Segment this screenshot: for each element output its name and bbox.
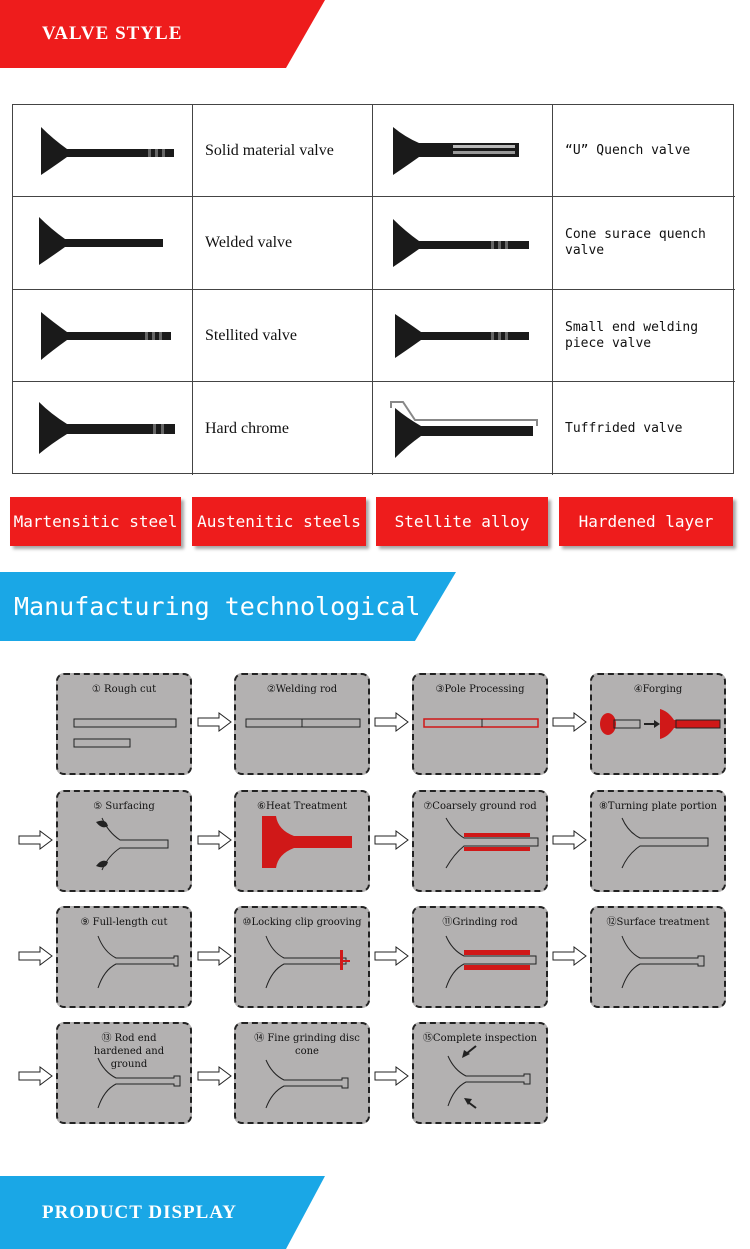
- process-step-9: ⑨ Full-length cut: [56, 906, 192, 1008]
- material-martensitic: Martensitic steel: [10, 497, 181, 546]
- step-title: ⑨ Full-length cut: [80, 917, 168, 928]
- step-title: ⑦Coarsely ground rod: [423, 801, 537, 812]
- valve-icon: [41, 127, 174, 175]
- valve-label-cone-quench: Cone surace quench valve: [553, 197, 735, 290]
- arrow-right-icon: [197, 712, 232, 732]
- valve-image-tuffrided: [373, 382, 553, 475]
- valve-label-small-end: Small end welding piece valve: [553, 290, 735, 382]
- arrow-right-icon: [374, 712, 409, 732]
- valve-image-welded: [13, 197, 193, 290]
- valve-style-banner: VALVE STYLE: [0, 0, 325, 68]
- manufacturing-title: Manufacturing technological: [14, 592, 421, 621]
- valve-image-small-end: [373, 290, 553, 382]
- step-title: ⑥Heat Treatment: [257, 801, 347, 812]
- valve-icon: [41, 312, 171, 360]
- valve-icon: [395, 314, 529, 358]
- valve-style-table: Solid material valve “U” Quench valve We…: [12, 104, 735, 475]
- process-step-11: ⑪Grinding rod: [412, 906, 548, 1008]
- valve-image-cone-quench: [373, 197, 553, 290]
- process-step-1: ① Rough cut: [56, 673, 192, 775]
- step-title: ⑬ Rod end hardened and ground: [93, 1033, 165, 1070]
- valve-label-solid: Solid material valve: [193, 105, 373, 197]
- step-title: ⑮Complete inspection: [422, 1033, 538, 1044]
- process-step-3: ③Pole Processing: [412, 673, 548, 775]
- valve-icon: [393, 219, 529, 267]
- arrow-right-icon: [18, 1066, 53, 1086]
- valve-image-u-quench: [373, 105, 553, 197]
- arrow-right-icon: [197, 946, 232, 966]
- process-step-2: ②Welding rod: [234, 673, 370, 775]
- arrow-right-icon: [552, 946, 587, 966]
- step-title: ① Rough cut: [91, 684, 157, 695]
- valve-icon: [393, 127, 519, 175]
- valve-icon: [39, 217, 163, 265]
- arrow-right-icon: [552, 712, 587, 732]
- valve-label-tuffrided: Tuffrided valve: [565, 420, 683, 436]
- process-step-12: ⑫Surface treatment: [590, 906, 726, 1008]
- process-step-4: ④Forging: [590, 673, 726, 775]
- valve-label-u-quench: “U” Quench valve: [553, 105, 735, 197]
- valve-image-hard-chrome: [13, 382, 193, 475]
- product-display-banner: PRODUCT DISPLAY: [0, 1176, 325, 1249]
- arrow-right-icon: [18, 830, 53, 850]
- material-hardened: Hardened layer: [559, 497, 733, 546]
- arrow-right-icon: [374, 830, 409, 850]
- valve-style-title: VALVE STYLE: [42, 23, 183, 44]
- step-title: ⑧Turning plate portion: [598, 801, 718, 812]
- arrow-right-icon: [18, 946, 53, 966]
- step-title: ②Welding rod: [266, 684, 338, 695]
- process-step-10: ⑩Locking clip grooving: [234, 906, 370, 1008]
- step-title: ③Pole Processing: [435, 684, 525, 695]
- valve-image-solid: [13, 105, 193, 197]
- process-step-14: ⑭ Fine grinding disc cone: [234, 1022, 370, 1124]
- valve-icon: [390, 401, 538, 458]
- step-title: ⑪Grinding rod: [442, 917, 518, 928]
- process-step-7: ⑦Coarsely ground rod: [412, 790, 548, 892]
- process-step-13: ⑬ Rod end hardened and ground: [56, 1022, 192, 1124]
- valve-image-stellited: [13, 290, 193, 382]
- step-title: ⑩Locking clip grooving: [242, 917, 362, 928]
- manufacturing-banner: Manufacturing technological: [0, 572, 456, 641]
- valve-label-stellited: Stellited valve: [193, 290, 373, 382]
- arrow-right-icon: [197, 1066, 232, 1086]
- arrow-right-icon: [374, 1066, 409, 1086]
- process-step-15: ⑮Complete inspection: [412, 1022, 548, 1124]
- process-step-5: ⑤ Surfacing: [56, 790, 192, 892]
- arrow-right-icon: [552, 830, 587, 850]
- process-step-6: ⑥Heat Treatment: [234, 790, 370, 892]
- process-step-8: ⑧Turning plate portion: [590, 790, 726, 892]
- step-title: ④Forging: [633, 684, 683, 695]
- step-title: ⑤ Surfacing: [93, 801, 155, 812]
- valve-label-hard-chrome: Hard chrome: [193, 382, 373, 475]
- material-stellite: Stellite alloy: [376, 497, 548, 546]
- arrow-right-icon: [374, 946, 409, 966]
- product-display-title: PRODUCT DISPLAY: [42, 1201, 238, 1223]
- valve-icon: [39, 402, 175, 454]
- material-austenitic: Austenitic steels: [192, 497, 366, 546]
- valve-label-welded: Welded valve: [193, 197, 373, 290]
- step-title: ⑫Surface treatment: [606, 917, 710, 928]
- step-title: ⑭ Fine grinding disc cone: [254, 1033, 360, 1057]
- arrow-right-icon: [197, 830, 232, 850]
